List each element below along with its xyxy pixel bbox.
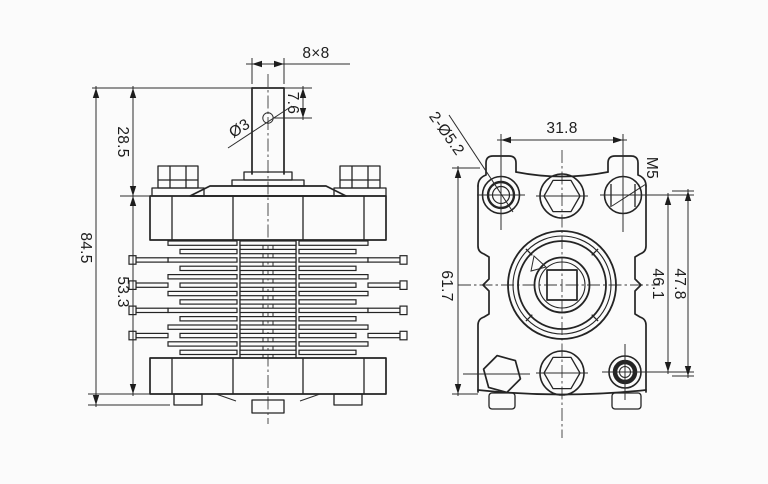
front-dimensions: 31.8 2-Ø5.2 M5 61.7 46.1 47.8 [425, 109, 694, 396]
dim-body-height: 61.7 [438, 270, 455, 301]
dim-hole-pitch-x: 31.8 [546, 120, 577, 137]
corner-nut-top-right [600, 134, 694, 232]
dim-thread: M5 [643, 157, 660, 179]
dim-stack-height: 53.3 [114, 276, 131, 307]
top-flange [149, 195, 387, 241]
hex-nut-bottom-center [536, 350, 588, 396]
front-view: 31.8 2-Ø5.2 M5 61.7 46.1 47.8 [425, 109, 694, 438]
dim-outer-span-y: 47.8 [671, 268, 688, 299]
dim-hole-depth: 7.6 [284, 92, 301, 114]
hex-nut-bottom-left [463, 354, 530, 394]
front-body [477, 155, 647, 410]
mounting-bolt-right [333, 165, 387, 197]
side-view: 8×8 7.6 Ø3 28.5 53.3 84.5 [77, 45, 408, 424]
dim-cross-hole: Ø3 [226, 116, 253, 142]
corner-hole-top-left [477, 134, 525, 230]
bottom-flange [149, 357, 387, 414]
index-pointer [530, 255, 548, 272]
front-foot-left [488, 392, 516, 410]
dim-overall-height: 84.5 [77, 232, 94, 263]
dim-shaft-section: 8×8 [302, 45, 329, 62]
central-boss [507, 230, 617, 340]
stack-plates [167, 240, 369, 356]
front-foot-right [611, 392, 642, 410]
square-bore [546, 269, 578, 301]
corner-hole-bottom-right [602, 344, 694, 400]
mounting-bolt-left [151, 165, 205, 197]
side-dimensions: 8×8 7.6 Ø3 28.5 53.3 84.5 [77, 45, 350, 407]
hex-nut-top-center [536, 173, 588, 219]
plate-stack [128, 240, 408, 358]
dim-hole-pitch-y: 46.1 [649, 268, 666, 299]
dim-upper-height: 28.5 [114, 126, 131, 157]
